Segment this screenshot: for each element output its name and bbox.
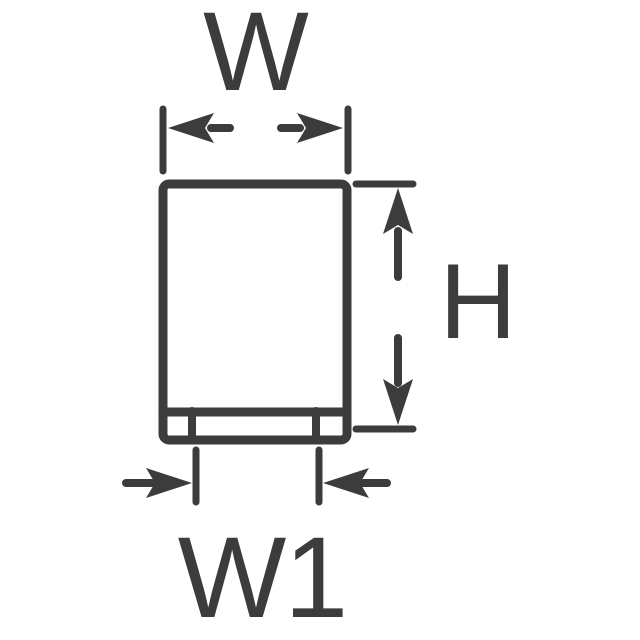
- w1-arrowhead-left: [146, 468, 192, 498]
- terminal-width-dimension-label: W1: [178, 514, 347, 640]
- w-arrowhead-left: [168, 113, 214, 143]
- h-arrowhead-top: [383, 188, 413, 234]
- width-dimension-label: W: [203, 0, 309, 114]
- w1-arrowhead-right: [323, 468, 369, 498]
- w-arrowhead-right: [297, 113, 343, 143]
- h-arrowhead-bottom: [383, 379, 413, 425]
- height-dimension-label: H: [439, 241, 516, 361]
- component-body-outline: [158, 179, 352, 445]
